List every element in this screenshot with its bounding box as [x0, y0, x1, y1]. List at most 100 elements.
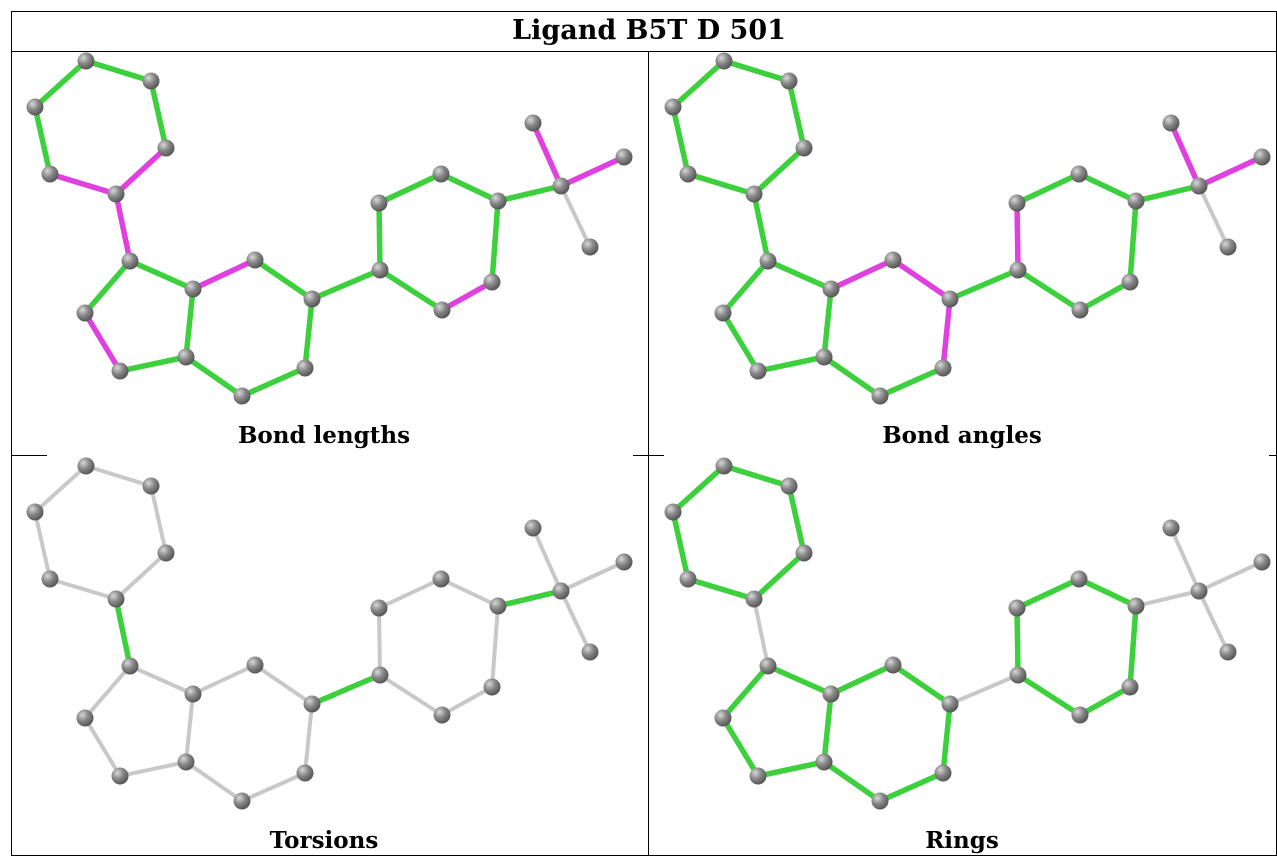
bond-3-6 [751, 191, 771, 264]
atom-20 [1008, 599, 1026, 617]
atom-7 [184, 685, 202, 703]
atom-18 [1127, 597, 1145, 615]
atom-0 [77, 52, 95, 70]
bond-7-12 [183, 286, 196, 360]
atom-22 [524, 114, 542, 132]
bond-3-6 [113, 191, 133, 264]
bond-7-12 [184, 692, 195, 764]
panel-torsions: Torsions [26, 457, 633, 854]
atom-16 [433, 706, 451, 724]
panel-rings: Rings [664, 457, 1271, 854]
atom-5 [26, 98, 44, 116]
bond-19-20 [377, 577, 443, 610]
bond-11-12 [183, 354, 245, 399]
atom-9 [941, 695, 959, 713]
bond-6-7 [127, 258, 196, 292]
atom-4 [41, 570, 59, 588]
bond-10-11 [240, 771, 307, 803]
atom-21 [1190, 582, 1208, 600]
bond-17-18 [1127, 198, 1139, 285]
atom-6 [759, 252, 777, 270]
atom-12 [177, 348, 195, 366]
bond-3-6 [752, 597, 770, 668]
bond-17-18 [1127, 603, 1139, 690]
atom-24 [581, 643, 599, 661]
atom-21 [552, 177, 570, 195]
atom-15 [371, 666, 389, 684]
atom-1 [142, 477, 160, 495]
atom-12 [815, 348, 833, 366]
atom-17 [1121, 273, 1139, 291]
bond-11-12 [821, 759, 883, 804]
bond-9-15 [947, 267, 1021, 302]
atom-24 [1219, 238, 1237, 256]
bond-21-23 [559, 560, 626, 593]
bond-19-20 [376, 171, 444, 206]
bond-layer [670, 58, 1265, 399]
atom-13 [749, 362, 767, 380]
atom-9 [303, 695, 321, 713]
caption-rings: Rings [925, 827, 999, 854]
atom-12 [815, 753, 833, 771]
bond-3-4 [48, 577, 118, 601]
caption-torsions: Torsions [270, 827, 379, 854]
bond-9-10 [940, 296, 953, 371]
atom-2 [157, 139, 175, 157]
atom-9 [303, 290, 321, 308]
bond-3-4 [685, 171, 757, 197]
bond-18-21 [1134, 589, 1201, 608]
bond-21-23 [1197, 560, 1264, 593]
bond-9-10 [940, 701, 953, 776]
atom-15 [371, 261, 389, 279]
bond-9-15 [309, 672, 383, 707]
bond-20-15 [1014, 605, 1021, 678]
atom-1 [142, 72, 160, 90]
bond-19-20 [1014, 576, 1082, 611]
bond-13-14 [720, 715, 761, 779]
bond-16-17 [440, 685, 494, 717]
atom-14 [76, 709, 94, 727]
bond-9-15 [309, 267, 383, 302]
bond-4-5 [670, 509, 691, 582]
atom-18 [1127, 192, 1145, 210]
atom-12 [177, 753, 195, 771]
atom-22 [1162, 114, 1180, 132]
bond-8-9 [253, 663, 314, 706]
bond-16-17 [439, 279, 495, 313]
bond-10-11 [877, 770, 946, 804]
bond-9-15 [948, 673, 1020, 706]
bond-4-5 [670, 104, 691, 177]
bond-21-23 [558, 154, 627, 189]
bond-6-7 [128, 664, 195, 696]
bond-21-24 [559, 184, 592, 249]
atom-14 [714, 709, 732, 727]
bond-1-2 [148, 78, 169, 151]
atom-15 [1009, 666, 1027, 684]
atom-7 [822, 685, 840, 703]
bond-7-8 [191, 663, 257, 696]
atom-10 [934, 764, 952, 782]
bond-9-10 [302, 296, 315, 371]
atom-18 [489, 192, 507, 210]
bond-3-4 [685, 576, 757, 602]
atom-0 [77, 457, 95, 475]
bond-14-6 [82, 258, 133, 316]
atom-2 [795, 139, 813, 157]
bond-19-20 [1014, 171, 1082, 206]
bond-14-6 [720, 663, 771, 721]
atom-4 [41, 165, 59, 183]
bond-21-22 [1168, 120, 1202, 189]
atom-7 [184, 280, 202, 298]
caption-bond-lengths: Bond lengths [238, 422, 410, 449]
atom-1 [780, 72, 798, 90]
bond-2-3 [751, 145, 807, 197]
atom-11 [233, 387, 251, 405]
atom-23 [615, 553, 633, 571]
atom-19 [432, 570, 450, 588]
atom-9 [941, 290, 959, 308]
bond-17-18 [490, 604, 500, 689]
bond-12-13 [755, 759, 827, 779]
bond-7-8 [828, 662, 896, 697]
atom-21 [1190, 177, 1208, 195]
bond-15-16 [1015, 672, 1083, 718]
